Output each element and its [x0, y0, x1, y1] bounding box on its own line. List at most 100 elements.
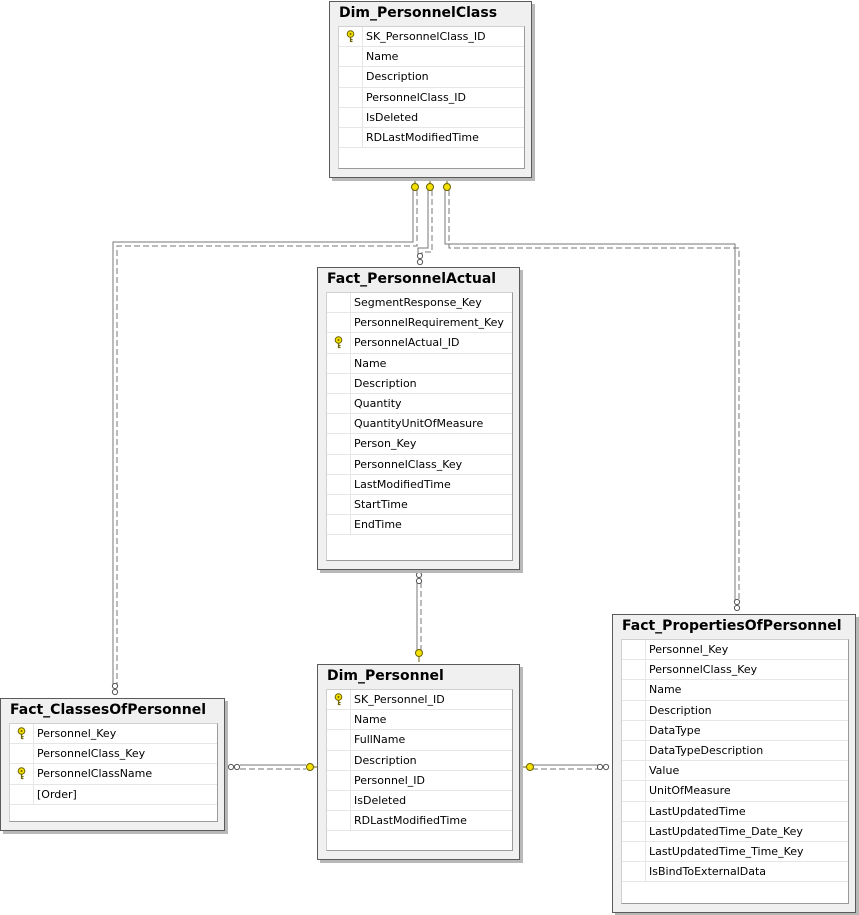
row-selector: [327, 790, 351, 811]
column-name: DataType: [649, 723, 701, 737]
column-name: Description: [354, 753, 417, 767]
column-row[interactable]: QuantityUnitOfMeasure: [327, 414, 512, 435]
column-row[interactable]: IsDeleted: [327, 790, 512, 812]
row-selector: [327, 811, 351, 831]
table-dim-personnelclass[interactable]: Dim_PersonnelClass SK_PersonnelClass_ID N…: [329, 1, 532, 178]
column-name: PersonnelClass_Key: [649, 663, 758, 677]
column-name: EndTime: [354, 518, 402, 532]
column-row[interactable]: Description: [622, 700, 848, 721]
column-row[interactable]: PersonnelActual_ID: [327, 333, 512, 354]
row-selector: [327, 730, 351, 750]
column-row[interactable]: FullName: [327, 730, 512, 751]
column-row[interactable]: Name: [339, 47, 524, 68]
column-row[interactable]: Name: [622, 680, 848, 701]
column-row[interactable]: StartTime: [327, 494, 512, 516]
primary-key-icon: [345, 30, 356, 43]
table-fact-personnelactual[interactable]: Fact_PersonnelActual SegmentResponse_Key…: [317, 267, 520, 570]
column-row[interactable]: RDLastModifiedTime: [339, 127, 524, 149]
column-row[interactable]: DataTypeDescription: [622, 740, 848, 762]
column-name: Quantity: [354, 397, 402, 411]
column-row[interactable]: LastUpdatedTime_Date_Key: [622, 821, 848, 842]
many-end-icon: [227, 763, 241, 771]
column-row[interactable]: Description: [327, 373, 512, 394]
row-selector: [10, 724, 34, 744]
row-selector: [622, 841, 646, 862]
column-row[interactable]: PersonnelClassName: [10, 764, 217, 785]
table-fact-propertiesofpersonnel[interactable]: Fact_PropertiesOfPersonnel Personnel_Key…: [612, 614, 856, 913]
column-row[interactable]: Personnel_Key: [622, 640, 848, 661]
key-end-icon: [411, 178, 419, 191]
column-row[interactable]: Description: [327, 750, 512, 771]
column-name: PersonnelClass_Key: [354, 457, 463, 471]
column-row[interactable]: DataType: [622, 720, 848, 741]
table-title: Fact_ClassesOfPersonnel: [10, 702, 207, 718]
column-row[interactable]: SK_Personnel_ID: [327, 690, 512, 711]
column-name: PersonnelClassName: [37, 767, 153, 781]
row-selector: [327, 474, 351, 494]
primary-key-icon: [333, 693, 344, 706]
column-row[interactable]: IsBindToExternalData: [622, 862, 848, 883]
column-row[interactable]: LastUpdatedTime: [622, 801, 848, 822]
column-row[interactable]: PersonnelRequirement_Key: [327, 313, 512, 334]
row-selector: [622, 740, 646, 761]
column-name: DataTypeDescription: [649, 744, 764, 758]
row-selector: [327, 515, 351, 535]
many-end-icon: [415, 571, 423, 585]
column-row[interactable]: SegmentResponse_Key: [327, 293, 512, 314]
column-row[interactable]: Description: [339, 67, 524, 88]
column-row[interactable]: LastModifiedTime: [327, 474, 512, 495]
column-row[interactable]: UnitOfMeasure: [622, 781, 848, 802]
row-selector: [10, 784, 34, 804]
column-name: IsDeleted: [366, 110, 419, 124]
column-name: RDLastModifiedTime: [354, 814, 467, 828]
many-end-icon: [596, 763, 610, 771]
column-row[interactable]: EndTime: [327, 515, 512, 536]
column-name: SK_PersonnelClass_ID: [366, 30, 486, 44]
column-row[interactable]: Person_Key: [327, 434, 512, 455]
column-row[interactable]: SK_PersonnelClass_ID: [339, 27, 524, 48]
row-selector: [327, 293, 351, 313]
row-selector: [339, 87, 363, 107]
row-selector: [622, 700, 646, 720]
row-selector: [339, 127, 363, 148]
column-row[interactable]: PersonnelClass_ID: [339, 87, 524, 108]
column-name: PersonnelActual_ID: [354, 336, 460, 350]
column-row[interactable]: PersonnelClass_Key: [10, 744, 217, 765]
column-row[interactable]: [Order]: [10, 784, 217, 805]
column-row[interactable]: Value: [622, 761, 848, 782]
row-selector: [327, 434, 351, 454]
row-selector: [327, 710, 351, 730]
key-end-icon: [306, 763, 318, 771]
primary-key-icon: [16, 727, 27, 740]
column-row[interactable]: Name: [327, 710, 512, 731]
column-name: Value: [649, 764, 680, 778]
column-row[interactable]: IsDeleted: [339, 107, 524, 128]
column-name: UnitOfMeasure: [649, 784, 731, 798]
table-title: Dim_PersonnelClass: [339, 5, 498, 21]
column-name: LastUpdatedTime_Date_Key: [649, 824, 803, 838]
column-row[interactable]: PersonnelClass_Key: [327, 454, 512, 475]
primary-key-icon: [16, 767, 27, 780]
row-selector: [327, 333, 351, 353]
row-selector: [327, 454, 351, 474]
column-name: SegmentResponse_Key: [354, 296, 482, 310]
column-name: Name: [354, 713, 387, 727]
column-row[interactable]: Personnel_ID: [327, 770, 512, 791]
row-selector: [327, 690, 351, 710]
column-row[interactable]: Personnel_Key: [10, 724, 217, 745]
column-row[interactable]: RDLastModifiedTime: [327, 811, 512, 832]
primary-key-icon: [333, 336, 344, 349]
column-row[interactable]: PersonnelClass_Key: [622, 660, 848, 681]
column-row[interactable]: Name: [327, 353, 512, 374]
column-row[interactable]: Quantity: [327, 393, 512, 415]
row-selector: [622, 640, 646, 660]
row-selector: [327, 393, 351, 414]
column-name: Personnel_Key: [649, 643, 729, 657]
column-row[interactable]: LastUpdatedTime_Time_Key: [622, 841, 848, 863]
row-selector: [622, 821, 646, 841]
